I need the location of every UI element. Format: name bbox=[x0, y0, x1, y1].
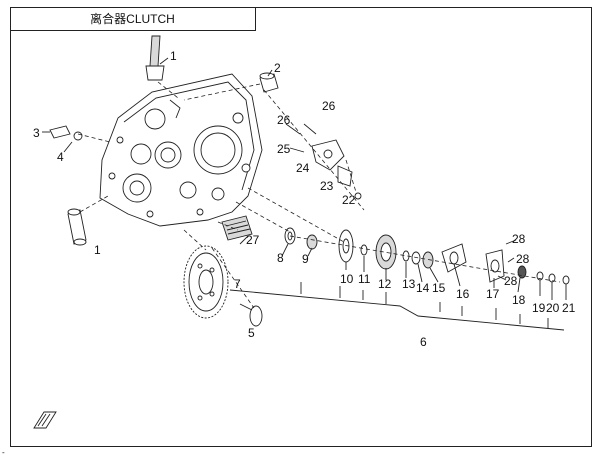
callout-label: 12 bbox=[378, 277, 392, 291]
callout-label: 26 bbox=[277, 113, 291, 127]
callout-label: 7 bbox=[234, 277, 241, 291]
callout-label: 5 bbox=[248, 326, 255, 340]
callout-label: 19 bbox=[532, 301, 546, 315]
part-1-dowel-bottom bbox=[67, 208, 87, 246]
callout-label: 28 bbox=[512, 232, 526, 246]
callout-label: 4 bbox=[57, 150, 64, 164]
callout-label: 25 bbox=[277, 142, 291, 156]
callout-label: 15 bbox=[432, 281, 446, 295]
callout-label: 3 bbox=[33, 126, 40, 140]
callout-label: 27 bbox=[246, 233, 260, 247]
callout-label: 2 bbox=[274, 61, 281, 75]
bracket-assembly bbox=[285, 123, 362, 200]
part-7-gear bbox=[183, 245, 229, 319]
callout-label: 22 bbox=[342, 193, 356, 207]
part-3-4-bolt bbox=[49, 125, 83, 141]
callout-label: 8 bbox=[277, 251, 284, 265]
callout-label: 17 bbox=[486, 287, 500, 301]
callout-label: 21 bbox=[562, 301, 576, 315]
callout-label: 20 bbox=[546, 301, 560, 315]
part-27-gasket bbox=[221, 215, 253, 241]
part-2-lever bbox=[145, 35, 165, 81]
callout-label: 13 bbox=[402, 277, 416, 291]
callout-label: 6 bbox=[420, 335, 427, 349]
callout-label: 23 bbox=[320, 179, 334, 193]
callout-labels: 1 2 1 3 4 1 26 26 25 24 23 22 27 8 9 10 … bbox=[33, 49, 576, 349]
callout-label: 9 bbox=[302, 252, 309, 266]
title-block: 离合器CLUTCH bbox=[10, 7, 256, 31]
part-1-dowel-top bbox=[259, 72, 279, 93]
part-5-circlip bbox=[249, 305, 263, 327]
callout-label: 10 bbox=[340, 272, 354, 286]
callout-label: 16 bbox=[456, 287, 470, 301]
leader-lines bbox=[42, 57, 567, 331]
callout-label: 28 bbox=[504, 274, 518, 288]
corner-logo-icon bbox=[33, 411, 57, 429]
callout-label: 14 bbox=[416, 281, 430, 295]
crankcase bbox=[99, 73, 263, 227]
callout-label: 26 bbox=[322, 99, 336, 113]
callout-label: 24 bbox=[296, 161, 310, 175]
callout-label: 1 bbox=[170, 49, 177, 63]
callout-label: 11 bbox=[358, 272, 371, 286]
callout-label: 18 bbox=[512, 293, 526, 307]
callout-label: 28 bbox=[516, 252, 530, 266]
corner-mark: - bbox=[2, 448, 5, 457]
shaft-parts bbox=[284, 227, 570, 285]
callout-label: 1 bbox=[94, 243, 101, 257]
diagram-title: 离合器CLUTCH bbox=[90, 12, 175, 26]
drawing-frame bbox=[10, 7, 592, 447]
